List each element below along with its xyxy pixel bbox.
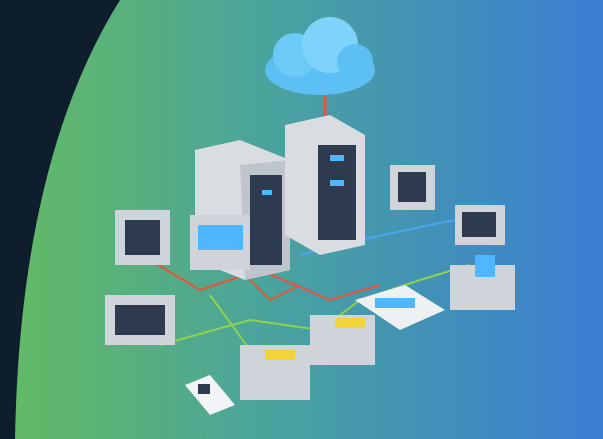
network-device-icon: [105, 165, 515, 400]
usb-drive-icon: [185, 375, 235, 415]
dark-corner-shape: [0, 0, 120, 439]
cloud-icon: [265, 17, 375, 125]
printer-icon: [355, 285, 445, 330]
